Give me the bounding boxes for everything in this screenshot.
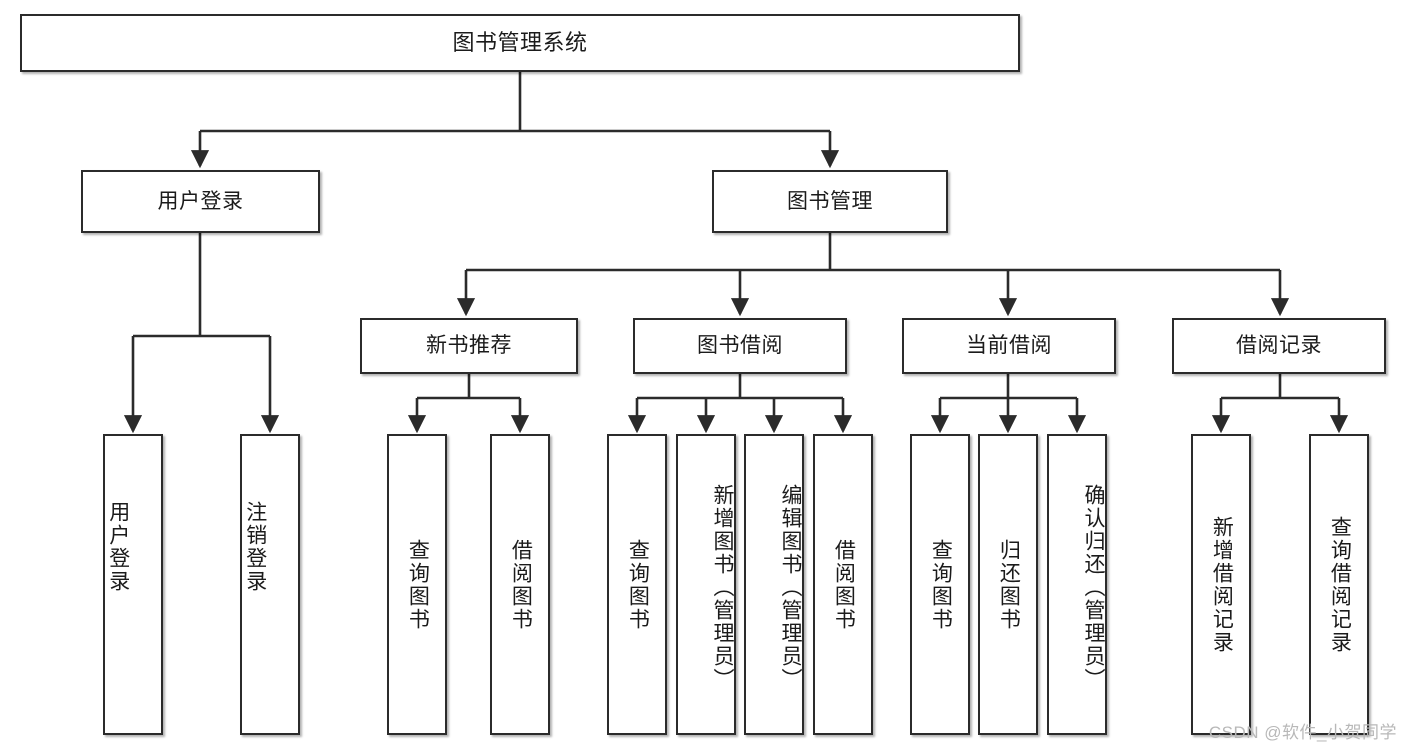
node-leaf-add-book-label: 新增图书（管理员） <box>711 484 734 691</box>
node-leaf-user-login[interactable]: 用户登录 <box>103 434 163 735</box>
node-leaf-add-record[interactable]: 新增借阅记录 <box>1191 434 1251 735</box>
node-leaf-query-book-1-label: 查询图书 <box>406 538 430 631</box>
node-root-label: 图书管理系统 <box>452 29 588 55</box>
node-leaf-return-book[interactable]: 归还图书 <box>978 434 1038 735</box>
node-leaf-query-book-2[interactable]: 查询图书 <box>607 434 667 735</box>
node-user-login-label: 用户登录 <box>157 189 244 213</box>
node-leaf-user-login-label: 用户登录 <box>106 500 130 593</box>
node-leaf-borrow-book-1-label: 借阅图书 <box>509 538 533 631</box>
watermark: CSDN @软件_小贺同学 <box>1208 723 1397 742</box>
node-leaf-edit-book-label: 编辑图书（管理员） <box>779 484 802 691</box>
node-leaf-confirm-return-label: 确认归还（管理员） <box>1082 484 1105 691</box>
node-leaf-borrow-book-2-label: 借阅图书 <box>832 538 856 631</box>
node-leaf-query-record[interactable]: 查询借阅记录 <box>1309 434 1369 735</box>
node-book-manage[interactable]: 图书管理 <box>712 170 948 233</box>
node-book-borrow-label: 图书借阅 <box>697 334 783 358</box>
node-leaf-edit-book[interactable]: 编辑图书（管理员） <box>744 434 804 735</box>
node-borrow-record-label: 借阅记录 <box>1236 334 1322 358</box>
node-leaf-query-book-3[interactable]: 查询图书 <box>910 434 970 735</box>
node-book-manage-label: 图书管理 <box>787 189 873 213</box>
node-leaf-query-book-3-label: 查询图书 <box>929 538 953 631</box>
node-leaf-query-book-1[interactable]: 查询图书 <box>387 434 447 735</box>
node-book-borrow[interactable]: 图书借阅 <box>633 318 847 374</box>
node-leaf-add-record-label: 新增借阅记录 <box>1210 515 1234 654</box>
node-leaf-confirm-return[interactable]: 确认归还（管理员） <box>1047 434 1107 735</box>
node-leaf-return-book-label: 归还图书 <box>997 538 1021 631</box>
node-new-book-recommend[interactable]: 新书推荐 <box>360 318 578 374</box>
node-leaf-query-book-2-label: 查询图书 <box>626 538 650 631</box>
node-leaf-borrow-book-1[interactable]: 借阅图书 <box>490 434 550 735</box>
node-user-login[interactable]: 用户登录 <box>81 170 320 233</box>
node-leaf-add-book[interactable]: 新增图书（管理员） <box>676 434 736 735</box>
node-leaf-query-record-label: 查询借阅记录 <box>1328 515 1352 654</box>
node-new-book-recommend-label: 新书推荐 <box>426 334 512 358</box>
node-leaf-user-logout[interactable]: 注销登录 <box>240 434 300 735</box>
node-leaf-borrow-book-2[interactable]: 借阅图书 <box>813 434 873 735</box>
node-root[interactable]: 图书管理系统 <box>20 14 1020 72</box>
node-borrow-record[interactable]: 借阅记录 <box>1172 318 1386 374</box>
node-current-borrow-label: 当前借阅 <box>966 334 1052 358</box>
node-leaf-user-logout-label: 注销登录 <box>243 500 267 593</box>
node-current-borrow[interactable]: 当前借阅 <box>902 318 1116 374</box>
